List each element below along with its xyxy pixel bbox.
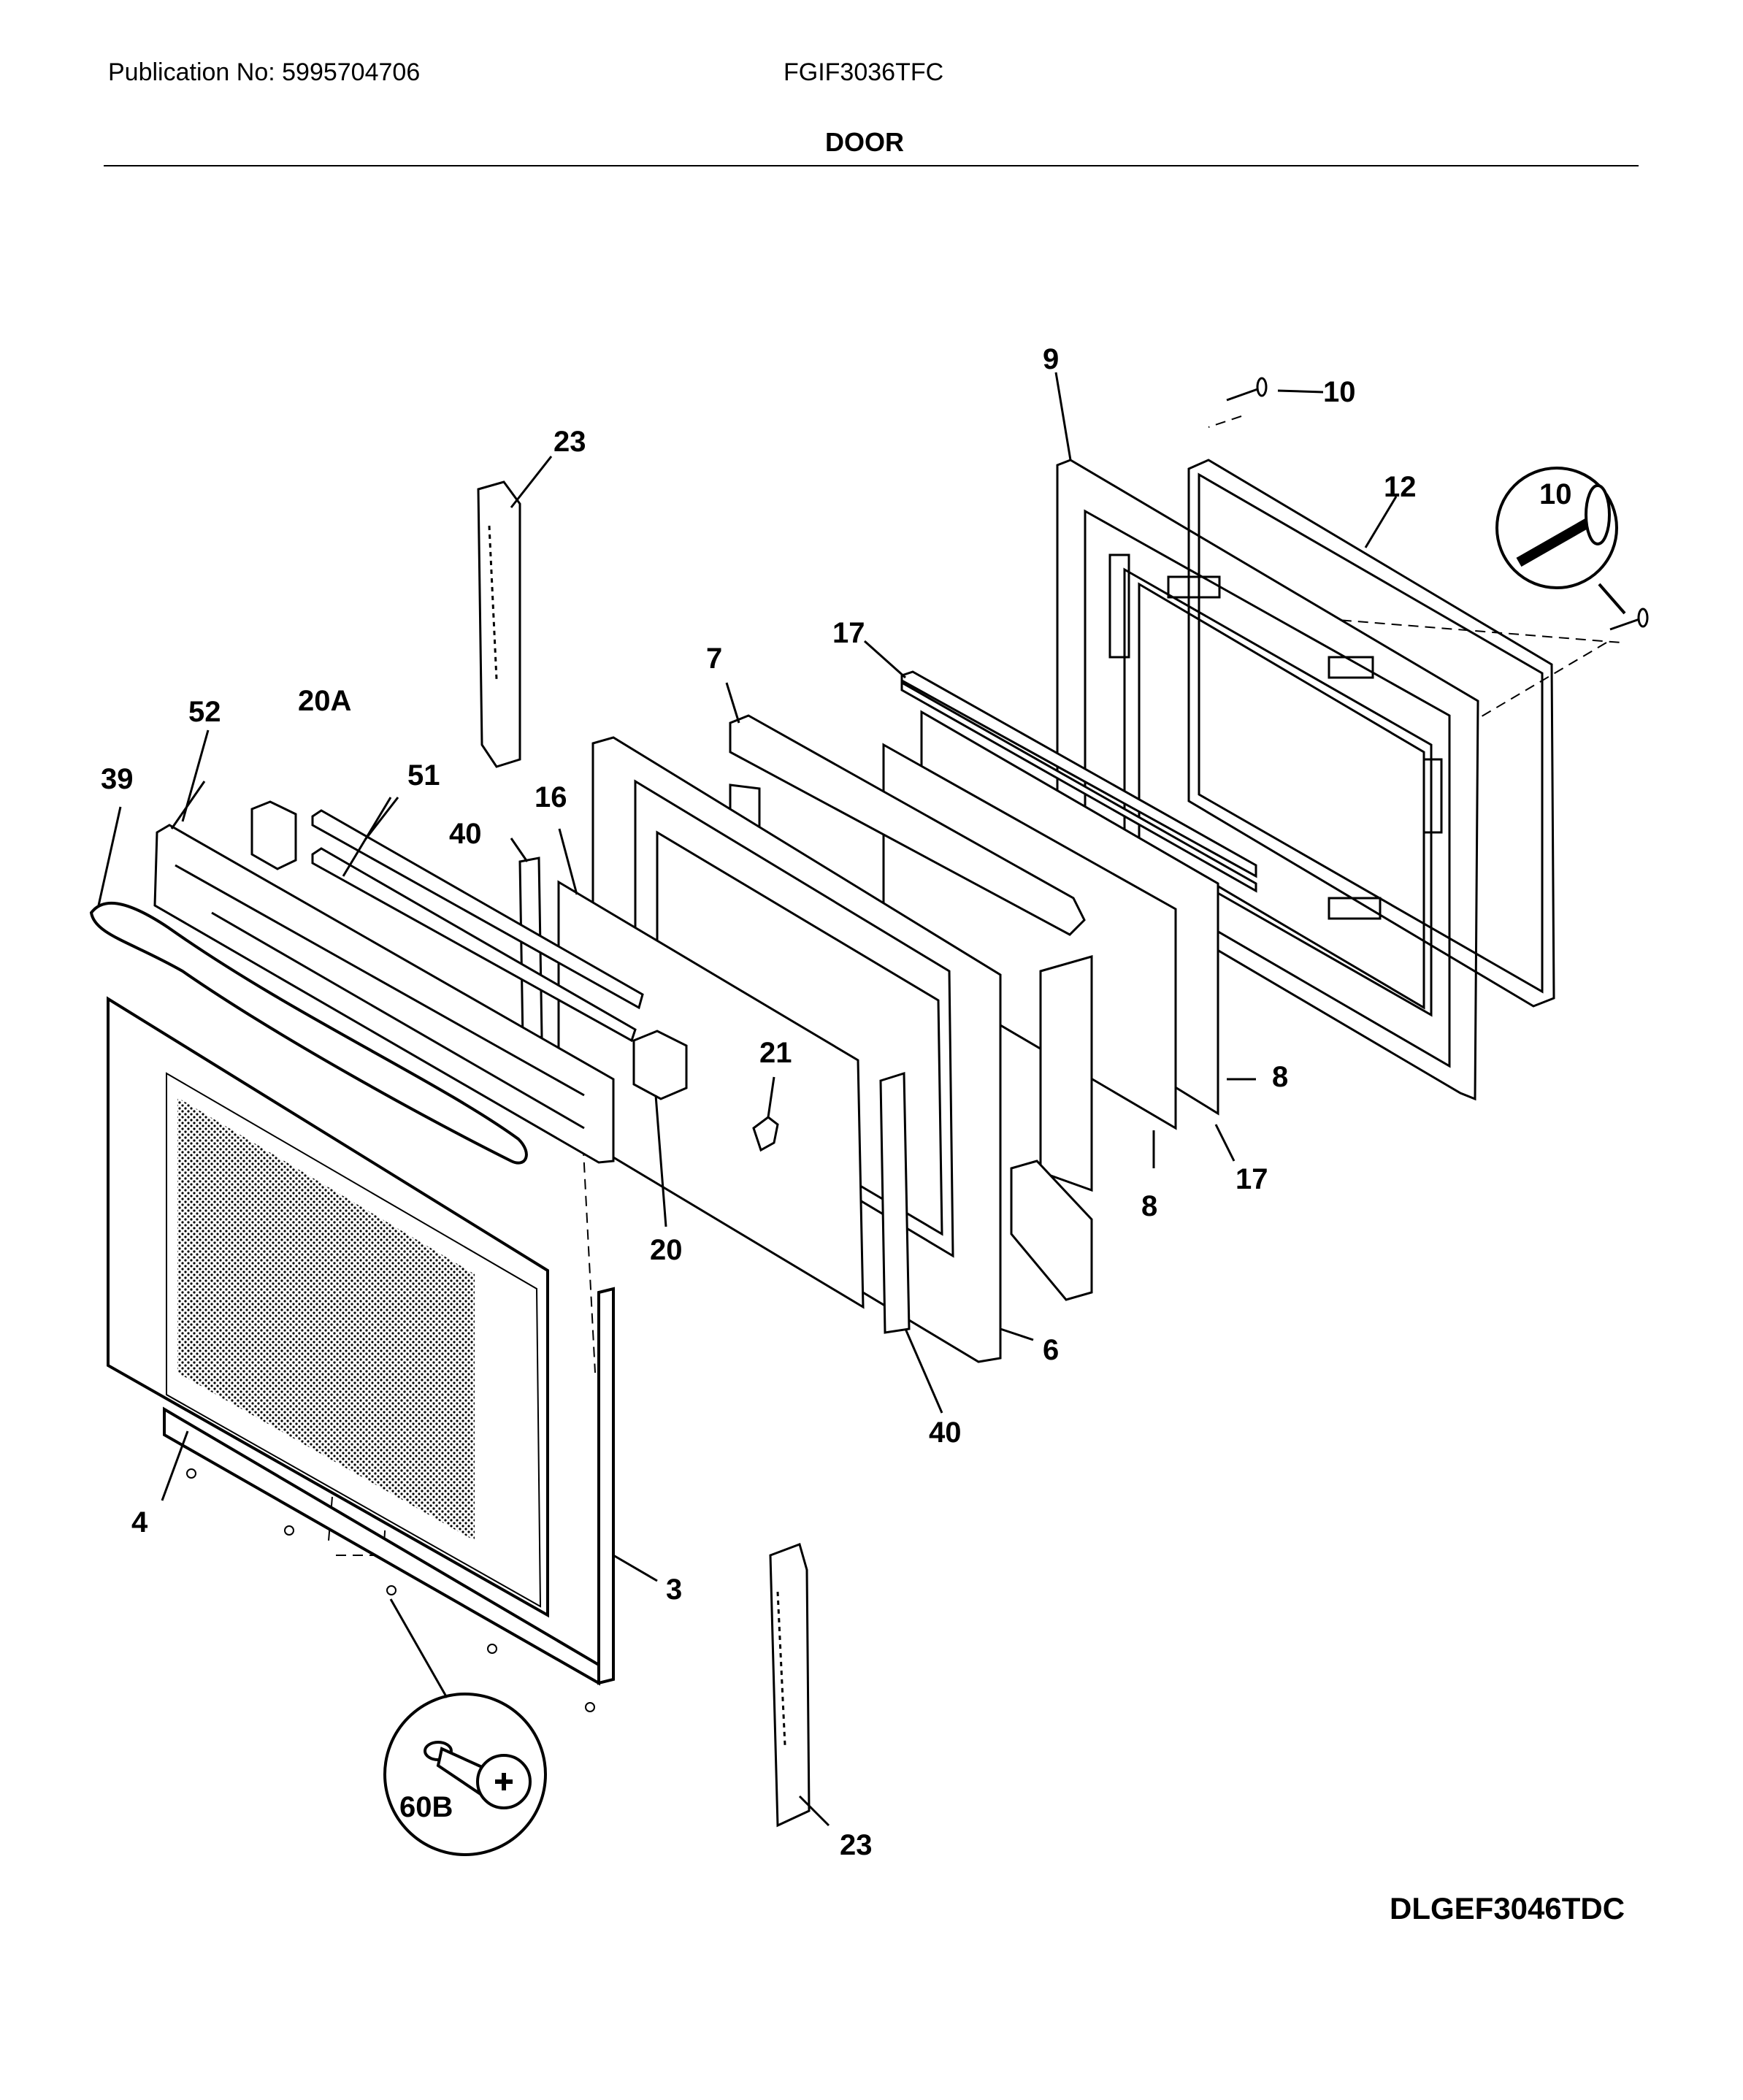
- callout-9: 9: [1043, 343, 1059, 375]
- callout-10-detail: 10: [1539, 478, 1572, 510]
- callout-60B: 60B: [399, 1791, 453, 1823]
- callout-16: 16: [535, 781, 567, 813]
- header-rule: [104, 165, 1639, 166]
- part-9-door-liner: [1056, 459, 1479, 1101]
- callout-21: 21: [759, 1037, 792, 1069]
- callout-4: 4: [131, 1506, 148, 1538]
- part-16-glass: [557, 880, 865, 1309]
- callout-52: 52: [188, 696, 221, 728]
- part-52-control-panel: [153, 824, 615, 1164]
- detail-circle-60B: [383, 1693, 547, 1856]
- part-21-clip: [752, 1116, 779, 1152]
- part-40-side-channels: [518, 857, 911, 1334]
- callout-3: 3: [666, 1574, 682, 1606]
- leader-lines: [97, 372, 1398, 1827]
- part-60B-screws: [186, 1468, 595, 1712]
- diagram-code: DLGEF3046TDC: [1390, 1891, 1625, 1925]
- part-3-outer-door: [107, 996, 615, 1686]
- callout-40-top: 40: [449, 818, 482, 850]
- callout-10-top: 10: [1323, 376, 1356, 408]
- callout-20: 20: [650, 1234, 683, 1266]
- callout-39: 39: [101, 763, 134, 795]
- callout-8-bottom: 8: [1141, 1190, 1157, 1222]
- part-20-end-caps: [250, 800, 688, 1100]
- callout-17-bottom: 17: [1236, 1163, 1268, 1195]
- part-17-glass-retainers: [900, 670, 1257, 893]
- model-number: FGIF3036TFC: [784, 58, 944, 86]
- part-12-door-gasket: [1187, 459, 1555, 1008]
- callout-17-top: 17: [832, 617, 865, 649]
- callout-7: 7: [706, 643, 722, 675]
- part-23-hinges: [477, 480, 811, 1828]
- part-10-screws: [1226, 377, 1649, 631]
- callout-8-right: 8: [1272, 1061, 1288, 1093]
- callout-labels: 9 10 12 10 23 17 7 52 20A 51 39 16 40 21…: [101, 343, 1572, 1861]
- detail-circle-10: [1495, 467, 1626, 615]
- callout-23-bottom: 23: [840, 1829, 873, 1861]
- callout-6: 6: [1043, 1334, 1059, 1366]
- part-39-handle: [89, 901, 528, 1165]
- callout-51: 51: [407, 759, 440, 792]
- callout-23-top: 23: [553, 426, 586, 458]
- callout-20A: 20A: [298, 685, 351, 717]
- part-51-trim-strips: [311, 809, 644, 1043]
- publication-number: Publication No: 5995704706: [108, 58, 421, 86]
- callout-40-bottom: 40: [929, 1417, 962, 1449]
- callout-12: 12: [1384, 471, 1417, 503]
- section-title: DOOR: [825, 127, 904, 157]
